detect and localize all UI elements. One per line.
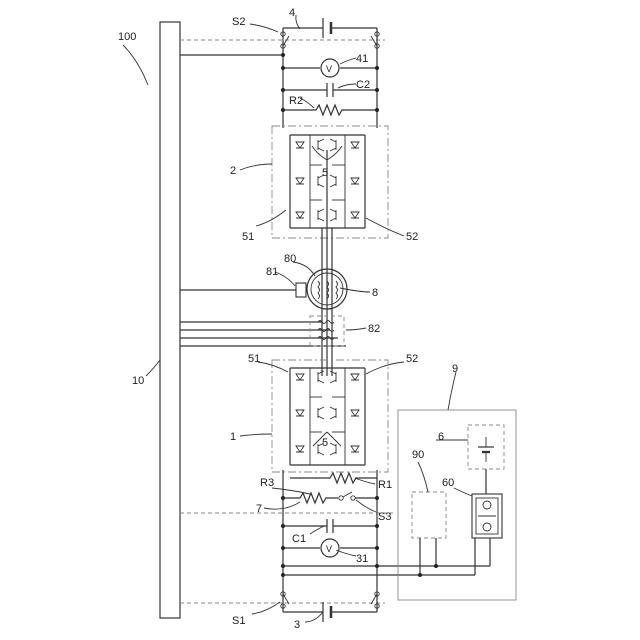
label-10: 10 xyxy=(132,375,144,387)
label-31: 31 xyxy=(356,553,368,565)
label-80: 80 xyxy=(284,253,296,265)
label-7: 7 xyxy=(256,503,262,515)
label-2: 2 xyxy=(230,165,236,177)
controller-10 xyxy=(160,22,180,618)
label-s1: S1 xyxy=(232,615,245,627)
label-82: 82 xyxy=(368,323,380,335)
label-52-lower: 52 xyxy=(406,353,418,365)
charger-9 xyxy=(398,410,516,600)
label-51-lower: 51 xyxy=(248,353,260,365)
label-s2: S2 xyxy=(232,16,245,28)
label-8: 8 xyxy=(372,287,378,299)
label-v2: V xyxy=(326,64,332,74)
label-s3: S3 xyxy=(378,511,391,523)
lower-dc-bus xyxy=(281,470,490,622)
label-4: 4 xyxy=(289,7,295,19)
label-100: 100 xyxy=(118,31,136,43)
control-lines xyxy=(180,40,393,603)
label-41: 41 xyxy=(356,53,368,65)
label-81: 81 xyxy=(266,266,278,278)
label-60: 60 xyxy=(442,477,454,489)
controller-90 xyxy=(412,492,446,538)
label-r1: R1 xyxy=(378,479,392,491)
label-90: 90 xyxy=(412,449,424,461)
inverter-1 xyxy=(272,360,388,472)
label-c1: C1 xyxy=(292,533,306,545)
phase-lines xyxy=(322,228,332,376)
sensor-81 xyxy=(296,283,306,297)
label-v1: V xyxy=(326,544,332,554)
label-r2: R2 xyxy=(289,95,303,107)
label-52-upper: 52 xyxy=(406,231,418,243)
label-5-upper: 5 xyxy=(322,167,328,179)
label-9: 9 xyxy=(452,363,458,375)
label-5-lower: 5 xyxy=(322,437,328,449)
label-3: 3 xyxy=(294,619,300,631)
inverter-2 xyxy=(272,126,388,238)
label-r3: R3 xyxy=(260,477,274,489)
label-51-upper: 51 xyxy=(242,231,254,243)
label-c2: C2 xyxy=(356,79,370,91)
label-1: 1 xyxy=(230,431,236,443)
label-6: 6 xyxy=(438,431,444,443)
